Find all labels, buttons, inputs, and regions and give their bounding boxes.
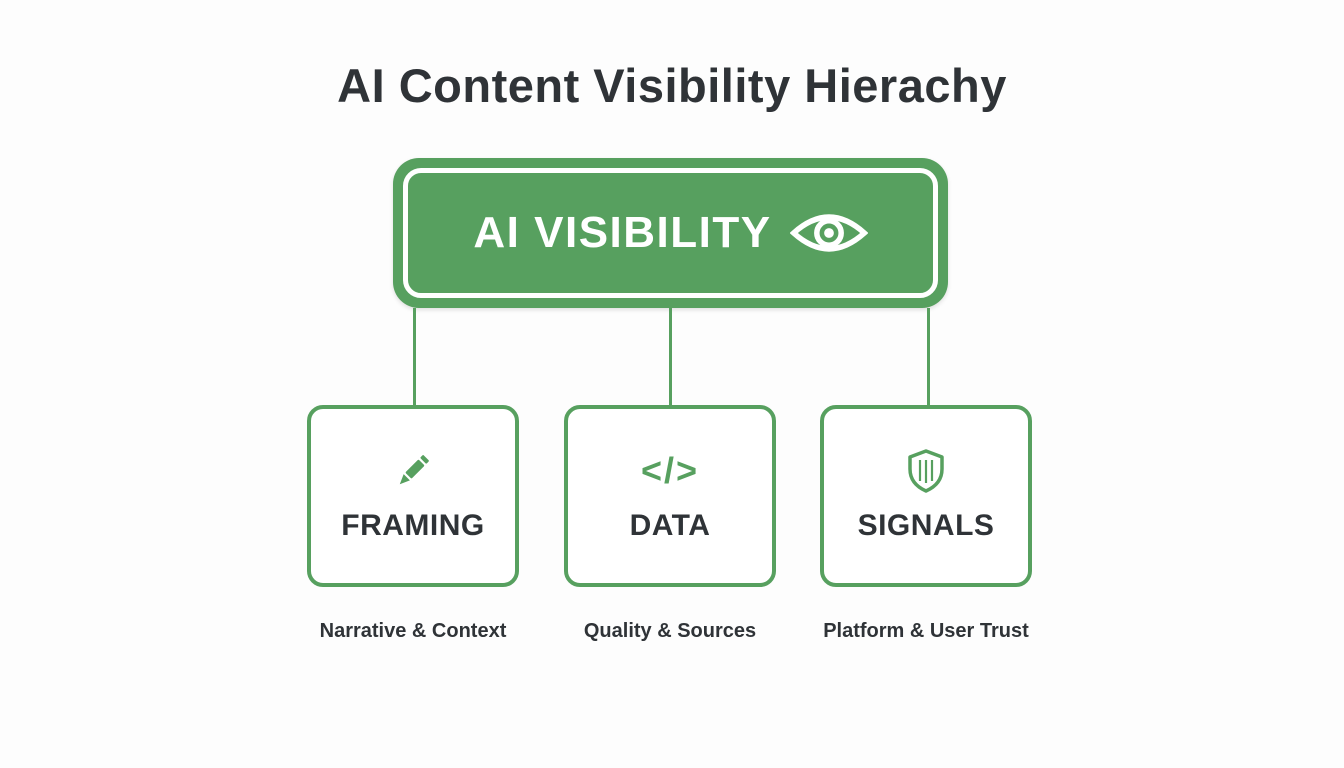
node-data: </> DATA	[564, 405, 776, 587]
caption-data: Quality & Sources	[583, 620, 757, 642]
root-node-inner-frame: AI VISIBILITY	[403, 168, 938, 298]
node-framing: FRAMING	[307, 405, 519, 587]
eye-icon	[789, 208, 868, 258]
pencil-icon	[391, 449, 435, 493]
caption-signals: Platform & User Trust	[823, 620, 1029, 642]
root-node-label: AI VISIBILITY	[473, 208, 772, 257]
node-signals: SIGNALS	[820, 405, 1032, 587]
page-title: AI Content Visibility Hierachy	[337, 59, 1007, 112]
caption-framing: Narrative & Context	[319, 620, 507, 642]
connector-line-data	[669, 308, 672, 405]
connector-line-framing	[413, 308, 416, 405]
root-node-ai-visibility: AI VISIBILITY	[393, 158, 948, 308]
connector-line-signals	[927, 308, 930, 405]
node-signals-label: SIGNALS	[857, 509, 995, 542]
node-framing-label: FRAMING	[341, 509, 485, 542]
node-data-label: DATA	[629, 509, 711, 542]
code-icon: </>	[640, 450, 700, 491]
shield-icon	[906, 449, 946, 493]
